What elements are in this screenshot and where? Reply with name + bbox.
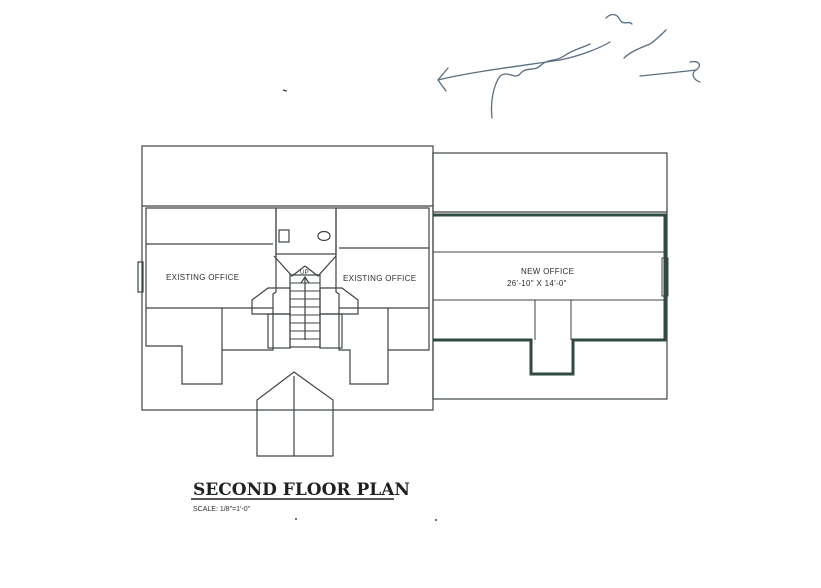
room-dimension-new-office: 26'-10" X 14'-0" (507, 279, 567, 288)
room-label-new-office: NEW OFFICE (521, 267, 574, 276)
plan-linework (137, 145, 668, 457)
room-label-existing-office-right: EXISTING OFFICE (343, 274, 416, 283)
room-label-existing-office-left: EXISTING OFFICE (166, 273, 239, 282)
new-office-walls (433, 213, 667, 376)
plan-title: SECOND FLOOR PLAN (193, 480, 410, 500)
plan-scale: SCALE: 1/8"=1'-0" (193, 506, 251, 513)
stair-up-label: UP (300, 270, 309, 276)
handwritten-note (437, 13, 701, 119)
